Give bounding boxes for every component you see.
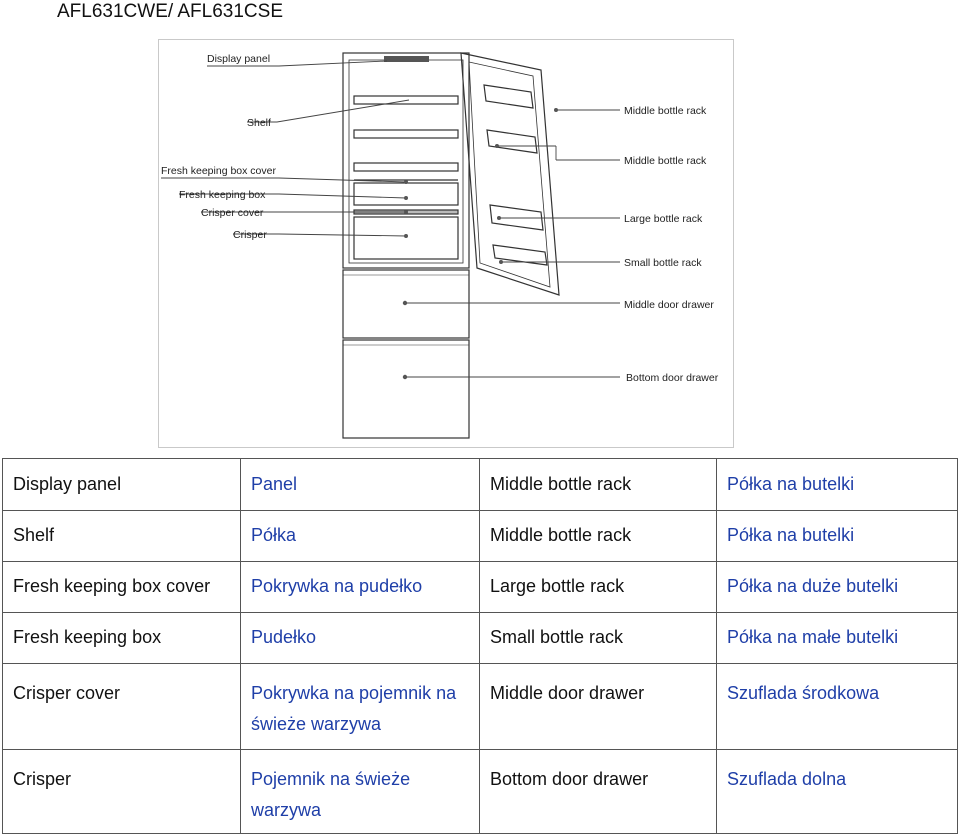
door-rack-4 <box>492 244 548 266</box>
door-rack-2 <box>486 129 538 154</box>
table-cell-pl: Pojemnik na świeże warzywa <box>240 749 480 834</box>
table-cell-pl: Półka na małe butelki <box>716 612 958 664</box>
table-cell-pl: Panel <box>240 458 480 511</box>
label-display-panel: Display panel <box>207 53 270 65</box>
table-row: Fresh keeping box cover Pokrywka na pude… <box>2 561 958 613</box>
open-door <box>460 52 560 296</box>
crisper-shape <box>353 216 459 260</box>
shelf-3 <box>353 162 459 172</box>
label-crisper-cover: Crisper cover <box>201 207 264 219</box>
table-cell-pl: Pokrywka na pojemnik na świeże warzywa <box>240 663 480 750</box>
fridge-diagram: Display panel Shelf Fresh keeping box co… <box>158 39 734 448</box>
label-shelf: Shelf <box>247 117 271 129</box>
table-cell-pl: Półka na butelki <box>716 510 958 562</box>
fresh-box <box>353 182 459 206</box>
table-cell-pl: Półka na duże butelki <box>716 561 958 613</box>
table-cell-pl: Pokrywka na pudełko <box>240 561 480 613</box>
table-cell-en: Middle door drawer <box>479 663 717 750</box>
label-middle-door-drawer: Middle door drawer <box>624 299 714 311</box>
bottom-drawer-shape <box>342 339 470 439</box>
label-crisper: Crisper <box>233 229 267 241</box>
table-cell-pl: Szuflada środkowa <box>716 663 958 750</box>
label-middle-bottle-rack-1: Middle bottle rack <box>624 105 707 117</box>
table-cell-pl: Półka <box>240 510 480 562</box>
label-fresh-keeping-box: Fresh keeping box <box>179 189 266 201</box>
table-row: Crisper Pojemnik na świeże warzywa Botto… <box>2 749 958 834</box>
parts-translation-table: Display panel Panel Middle bottle rack P… <box>2 458 958 834</box>
door-rack-1 <box>483 84 534 109</box>
door-rack-3 <box>489 204 544 231</box>
table-cell-en: Middle bottle rack <box>479 458 717 511</box>
table-cell-en: Fresh keeping box <box>2 612 241 664</box>
table-row: Fresh keeping box Pudełko Small bottle r… <box>2 612 958 664</box>
model-title: AFL631CWE/ AFL631CSE <box>57 1 283 22</box>
table-cell-pl: Półka na butelki <box>716 458 958 511</box>
table-cell-en: Display panel <box>2 458 241 511</box>
table-cell-en: Small bottle rack <box>479 612 717 664</box>
label-fresh-keeping-box-cover: Fresh keeping box cover <box>161 165 276 177</box>
display-panel-shape <box>384 56 429 62</box>
middle-drawer-shape <box>342 269 470 339</box>
table-cell-pl: Pudełko <box>240 612 480 664</box>
table-cell-en: Large bottle rack <box>479 561 717 613</box>
shelf-1 <box>353 95 459 105</box>
table-row: Crisper cover Pokrywka na pojemnik na św… <box>2 663 958 750</box>
label-middle-bottle-rack-2: Middle bottle rack <box>624 155 707 167</box>
table-cell-en: Crisper cover <box>2 663 241 750</box>
label-small-bottle-rack: Small bottle rack <box>624 257 702 269</box>
label-bottom-door-drawer: Bottom door drawer <box>626 372 719 384</box>
table-cell-en: Middle bottle rack <box>479 510 717 562</box>
shelf-2 <box>353 129 459 139</box>
table-row: Shelf Półka Middle bottle rack Półka na … <box>2 510 958 562</box>
table-cell-en: Crisper <box>2 749 241 834</box>
table-row: Display panel Panel Middle bottle rack P… <box>2 458 958 511</box>
label-large-bottle-rack: Large bottle rack <box>624 213 703 225</box>
fridge-drawing: Display panel Shelf Fresh keeping box co… <box>161 52 719 439</box>
table-cell-en: Shelf <box>2 510 241 562</box>
table-cell-en: Fresh keeping box cover <box>2 561 241 613</box>
table-cell-en: Bottom door drawer <box>479 749 717 834</box>
table-cell-pl: Szuflada dolna <box>716 749 958 834</box>
